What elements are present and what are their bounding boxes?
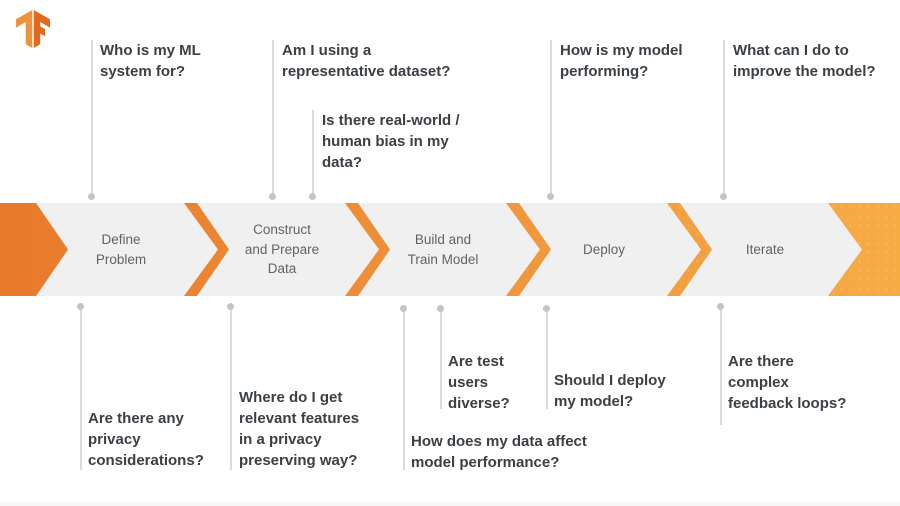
connector-dot-representative-dataset — [268, 192, 276, 200]
connector-dot-model-performing — [546, 192, 554, 200]
question-should-deploy: Should I deploy my model? — [554, 372, 666, 410]
connector-dot-relevant-features — [226, 302, 234, 310]
stage-label-iterate: Iterate — [745, 241, 785, 257]
question-real-world-bias: Is there real-world / human bias in my d… — [322, 112, 460, 171]
question-model-performing: How is my model performing? — [560, 42, 683, 80]
connector-line-feedback-loops — [720, 310, 722, 425]
connector-line-real-world-bias — [312, 110, 314, 193]
connector-dot-test-users-diverse — [436, 304, 444, 312]
stage-label-build-train-model: Build and Train Model — [407, 231, 479, 267]
connector-line-should-deploy — [546, 312, 548, 409]
connector-line-privacy-considerations — [80, 310, 82, 470]
chevron-iterate: Iterate — [680, 203, 862, 296]
question-relevant-features: Where do I get relevant features in a pr… — [239, 389, 360, 469]
question-who-is-my-ml: Who is my ML system for? — [100, 42, 201, 80]
connector-dot-improve-model — [719, 192, 727, 200]
question-feedback-loops: Are there complex feedback loops? — [728, 353, 847, 412]
chevron-construct-prepare-data: Construct and Prepare Data — [197, 203, 379, 296]
chevron-define-problem: Define Problem — [36, 203, 218, 296]
stage-label-construct-prepare-data: Construct and Prepare Data — [244, 222, 320, 277]
question-representative-dataset: Am I using a representative dataset? — [282, 42, 451, 80]
question-improve-model: What can I do to improve the model? — [733, 42, 876, 80]
connector-line-relevant-features — [230, 310, 232, 470]
connector-dot-who-is-my-ml — [87, 192, 95, 200]
connector-line-model-performing — [550, 40, 552, 193]
connector-line-who-is-my-ml — [91, 40, 93, 193]
stage-label-define-problem: Define Problem — [95, 231, 147, 267]
connector-dot-feedback-loops — [716, 302, 724, 310]
bottom-edge-strip — [0, 502, 900, 506]
question-data-affect-performance: How does my data affect model performanc… — [411, 433, 587, 471]
chevron-build-train-model: Build and Train Model — [358, 203, 540, 296]
connector-dot-should-deploy — [542, 304, 550, 312]
connector-line-representative-dataset — [272, 40, 274, 193]
question-test-users-diverse: Are test users diverse? — [448, 353, 510, 412]
connector-dot-data-affect-performance — [399, 304, 407, 312]
connector-dot-privacy-considerations — [76, 302, 84, 310]
tensorflow-logo — [16, 10, 50, 48]
process-banner: Define Problem Construct and Prepare Dat… — [0, 203, 900, 296]
stage-label-deploy: Deploy — [582, 241, 626, 257]
connector-line-improve-model — [723, 40, 725, 193]
connector-dot-real-world-bias — [308, 192, 316, 200]
question-privacy-considerations: Are there any privacy considerations? — [88, 410, 204, 469]
connector-line-test-users-diverse — [440, 312, 442, 409]
chevron-deploy: Deploy — [519, 203, 701, 296]
connector-line-data-affect-performance — [403, 312, 405, 470]
